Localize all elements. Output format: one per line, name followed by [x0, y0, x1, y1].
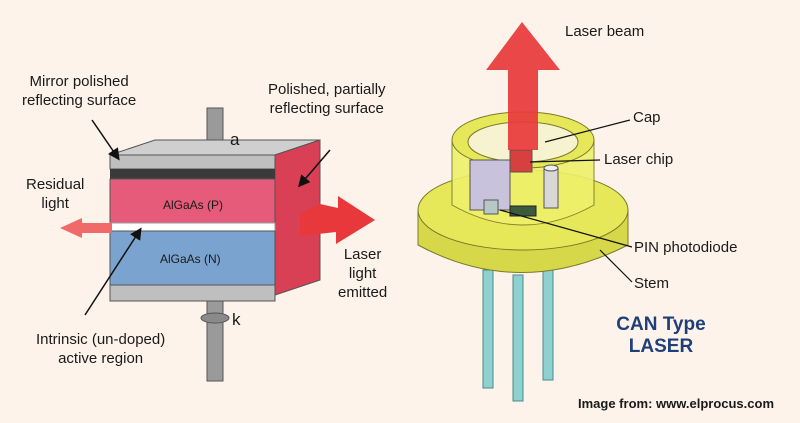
terminal-k-label: k: [232, 310, 241, 329]
residual-label: Residual light: [26, 176, 85, 212]
can-laser: [417, 22, 629, 402]
polished-label: Polished, partially reflecting surface: [268, 81, 386, 117]
lead-1: [482, 269, 494, 389]
laser-emitted-label: Laser light emitted: [338, 246, 388, 301]
top-contact-layer: [109, 154, 276, 170]
intrinsic-label: Intrinsic (un-doped) active region: [36, 331, 166, 367]
image-credit: Image from: www.elprocus.com: [578, 396, 775, 411]
bottom-contact-layer: [109, 284, 276, 302]
lead-3: [542, 269, 554, 381]
pin-photodiode: [483, 199, 499, 215]
n-layer-label: AlGaAs (N): [160, 252, 221, 266]
laser-chip: [509, 149, 533, 173]
laser-emitted-arrow: [300, 196, 375, 244]
terminal-a-label: a: [230, 130, 240, 149]
laser-beam-label: Laser beam: [565, 23, 645, 40]
laser-diode-block: [109, 107, 321, 382]
p-layer: [109, 178, 276, 224]
chip-pointer: [529, 159, 601, 163]
mirror-label: Mirror polished reflecting surface: [22, 73, 137, 109]
cap-pointer: [544, 119, 631, 143]
pin-photodiode-label: PIN photodiode: [634, 239, 738, 256]
active-layer: [109, 222, 276, 232]
laser-beam-arrow: [486, 22, 560, 150]
pin-pointer: [499, 209, 633, 248]
intrinsic-pointer: [84, 227, 142, 316]
mirror-pointer: [91, 119, 120, 161]
laser-chip-label: Laser chip: [604, 151, 674, 168]
cap-label: Cap: [633, 109, 661, 126]
stem-label: Stem: [634, 275, 670, 292]
lead-2: [512, 274, 524, 402]
stem-pointer: [599, 249, 633, 283]
mirror-layer: [110, 169, 275, 179]
post: [543, 167, 559, 209]
residual-light-arrow: [60, 218, 112, 238]
can-type-title: CAN Type LASER: [616, 314, 706, 357]
polished-pointer: [298, 149, 331, 188]
p-layer-label: AlGaAs (P): [163, 198, 224, 212]
